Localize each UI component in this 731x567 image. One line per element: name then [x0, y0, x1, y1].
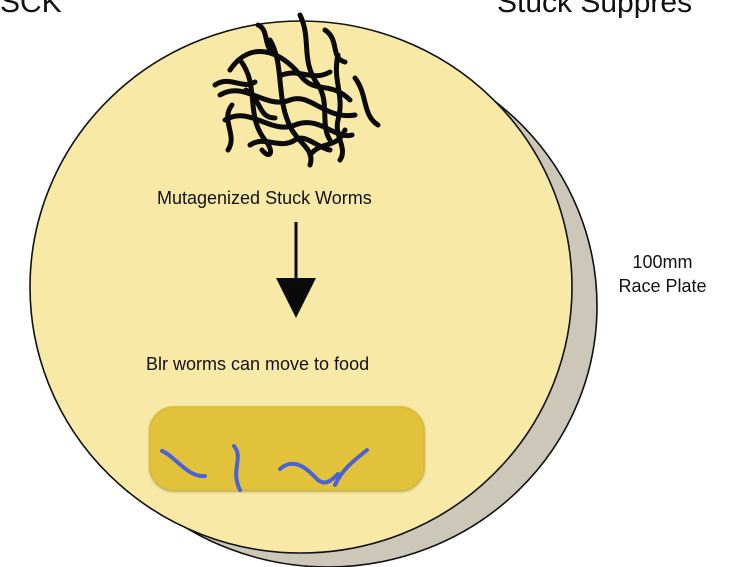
- plate-label: 100mm Race Plate: [600, 250, 725, 298]
- worm-source-label: Mutagenized Stuck Worms: [157, 188, 372, 209]
- plate-type-label: Race Plate: [600, 274, 725, 298]
- food-patch: [150, 407, 424, 490]
- plate-size-label: 100mm: [600, 250, 725, 274]
- result-label: Blr worms can move to food: [146, 354, 369, 375]
